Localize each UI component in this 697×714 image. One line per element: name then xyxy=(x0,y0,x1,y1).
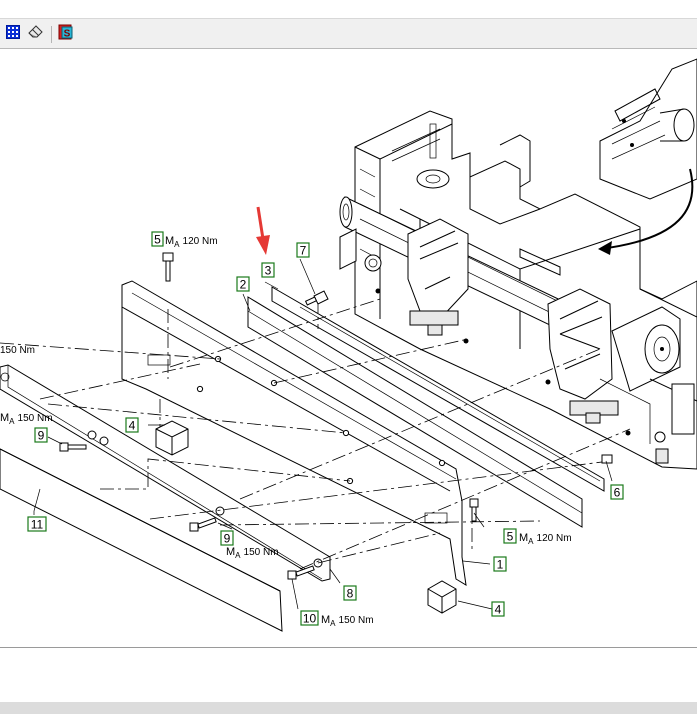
svg-text:1: 1 xyxy=(497,558,504,572)
svg-text:S: S xyxy=(64,28,71,39)
torque-label-left: 150 Nm xyxy=(0,345,35,356)
status-area xyxy=(0,647,697,702)
callout-11[interactable]: 11 xyxy=(27,516,47,532)
svg-text:9: 9 xyxy=(38,429,45,443)
exploded-parts-diagram: 5 3 7 2 4 9 11 9 xyxy=(0,58,697,632)
svg-text:8: 8 xyxy=(347,587,354,601)
leader-lines xyxy=(33,258,613,610)
callout-8[interactable]: 8 xyxy=(343,585,357,601)
svg-text:4: 4 xyxy=(129,419,136,433)
svg-text:10: 10 xyxy=(303,612,317,626)
svg-text:4: 4 xyxy=(495,603,502,617)
part-1-plate xyxy=(121,280,467,586)
svg-text:11: 11 xyxy=(31,518,44,532)
callout-7[interactable]: 7 xyxy=(296,242,310,258)
svg-text:5: 5 xyxy=(154,233,161,247)
callout-4-bottom[interactable]: 4 xyxy=(491,601,505,617)
svg-text:5: 5 xyxy=(507,530,514,544)
callout-2[interactable]: 2 xyxy=(236,276,250,292)
svg-text:3: 3 xyxy=(265,264,272,278)
callout-1[interactable]: 1 xyxy=(493,556,507,572)
callout-5-right[interactable]: 5 xyxy=(503,528,517,544)
svg-text:2: 2 xyxy=(240,278,247,292)
callout-5-top[interactable]: 5 xyxy=(151,231,164,247)
eraser-button[interactable] xyxy=(27,24,45,44)
part-3-rail xyxy=(271,286,605,492)
toolbar-separator xyxy=(51,26,52,43)
grid-select-icon xyxy=(6,24,20,44)
part-8-bar xyxy=(0,364,331,582)
callout-6[interactable]: 6 xyxy=(610,484,624,500)
callout-9-upper[interactable]: 9 xyxy=(34,427,48,443)
part-2-strip xyxy=(247,296,583,528)
inset-assembly-view xyxy=(598,58,697,255)
svg-text:7: 7 xyxy=(300,244,307,258)
window-top-strip xyxy=(0,0,697,18)
eraser-icon xyxy=(28,24,44,44)
red-pointer-arrow xyxy=(256,206,270,255)
svg-text:150 Nm: 150 Nm xyxy=(0,345,35,356)
export-s-button[interactable]: S xyxy=(57,24,75,45)
callout-9-lower[interactable]: 9 xyxy=(220,530,234,546)
fasteners xyxy=(59,252,613,614)
callout-10[interactable]: 10 xyxy=(300,610,319,626)
machine-frame xyxy=(339,110,697,470)
svg-text:9: 9 xyxy=(224,532,231,546)
bottom-scroll-bar[interactable] xyxy=(0,702,697,714)
toolbar: S xyxy=(0,18,697,49)
drawing-canvas[interactable]: 5 3 7 2 4 9 11 9 xyxy=(0,49,697,647)
assembly-lines xyxy=(0,298,631,570)
s-document-icon: S xyxy=(58,24,74,45)
select-grid-button[interactable] xyxy=(4,24,22,44)
part-11-cover xyxy=(0,448,283,632)
svg-text:6: 6 xyxy=(614,486,621,500)
callout-4-left[interactable]: 4 xyxy=(125,417,139,433)
callout-3[interactable]: 3 xyxy=(261,262,275,278)
